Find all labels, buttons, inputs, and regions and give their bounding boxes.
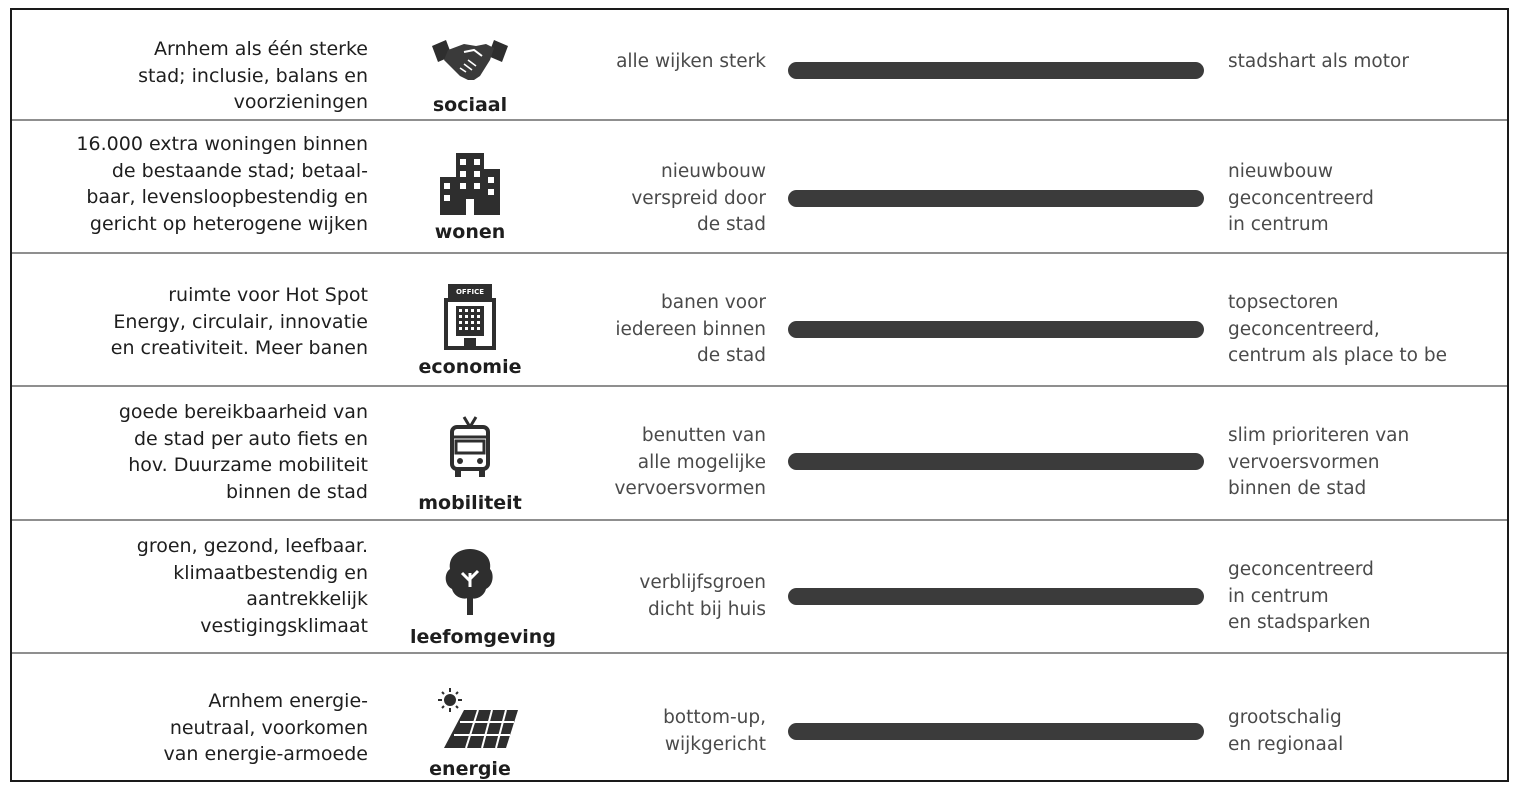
goal-text: groen, gezond, leefbaar. klimaatbestendi… (136, 535, 368, 637)
right-pole-text: nieuwbouw geconcentreerd in centrum (1228, 161, 1374, 235)
row-mobiliteit: goede bereikbaarheid van de stad per aut… (12, 387, 1507, 519)
left-pole-text: benutten van alle mogelijke vervoersvorm… (614, 425, 766, 499)
right-pole-text: slim prioriteren van vervoersvormen binn… (1228, 425, 1410, 499)
solar-panel-icon: energie (410, 686, 530, 780)
handshake-icon: sociaal (410, 36, 530, 116)
spectrum-bar (788, 321, 1204, 338)
goal-text: 16.000 extra woningen binnen de bestaand… (76, 133, 368, 235)
office-building-icon: OFFICE economie (410, 280, 530, 380)
theme-label: leefomgeving (410, 626, 556, 648)
left-pole-text: nieuwbouw verspreid door de stad (631, 161, 766, 235)
row-energie: Arnhem energie- neutraal, voorkomen van … (12, 654, 1507, 780)
right-pole-text: topsectoren geconcentreerd, centrum als … (1228, 292, 1447, 366)
row-divider (12, 519, 1507, 521)
goal-text: goede bereikbaarheid van de stad per aut… (118, 401, 368, 503)
apartment-building-icon: wonen (410, 149, 530, 249)
row-divider (12, 252, 1507, 254)
row-wonen: 16.000 extra woningen binnen de bestaand… (12, 121, 1507, 253)
theme-label: economie (418, 356, 522, 378)
row-divider (12, 119, 1507, 121)
office-sign: OFFICE (456, 288, 484, 296)
row-leefomgeving: groen, gezond, leefbaar. klimaatbestendi… (12, 521, 1507, 652)
spectrum-bar (788, 190, 1204, 207)
spectrum-bar (788, 723, 1204, 740)
right-pole-text: stadshart als motor (1228, 51, 1409, 72)
left-pole-text: banen voor iedereen binnen de stad (615, 292, 766, 366)
right-pole-text: geconcentreerd in centrum en stadsparken (1228, 559, 1374, 633)
row-economie: ruimte voor Hot Spot Energy, circulair, … (12, 254, 1507, 385)
left-pole-text: alle wijken sterk (616, 51, 766, 72)
theme-table: Arnhem als één sterke stad; inclusie, ba… (10, 8, 1509, 782)
spectrum-bar (788, 62, 1204, 79)
goal-text: Arnhem energie- neutraal, voorkomen van … (163, 690, 368, 765)
trolleybus-icon: mobiliteit (410, 415, 530, 515)
spectrum-bar (788, 453, 1204, 470)
theme-label: sociaal (432, 94, 508, 116)
theme-label: wonen (434, 221, 506, 243)
left-pole-text: verblijfsgroen dicht bij huis (639, 572, 766, 620)
right-pole-text: grootschalig en regionaal (1228, 707, 1344, 755)
left-pole-text: bottom-up, wijkgericht (663, 707, 766, 755)
spectrum-bar (788, 588, 1204, 605)
theme-label: mobiliteit (418, 492, 522, 514)
row-sociaal: Arnhem als één sterke stad; inclusie, ba… (12, 10, 1507, 120)
goal-text: Arnhem als één sterke stad; inclusie, ba… (138, 38, 368, 113)
theme-label: energie (429, 758, 511, 780)
row-divider (12, 385, 1507, 387)
tree-icon: leefomgeving (410, 543, 556, 648)
row-divider (12, 652, 1507, 654)
goal-text: ruimte voor Hot Spot Energy, circulair, … (110, 284, 368, 359)
